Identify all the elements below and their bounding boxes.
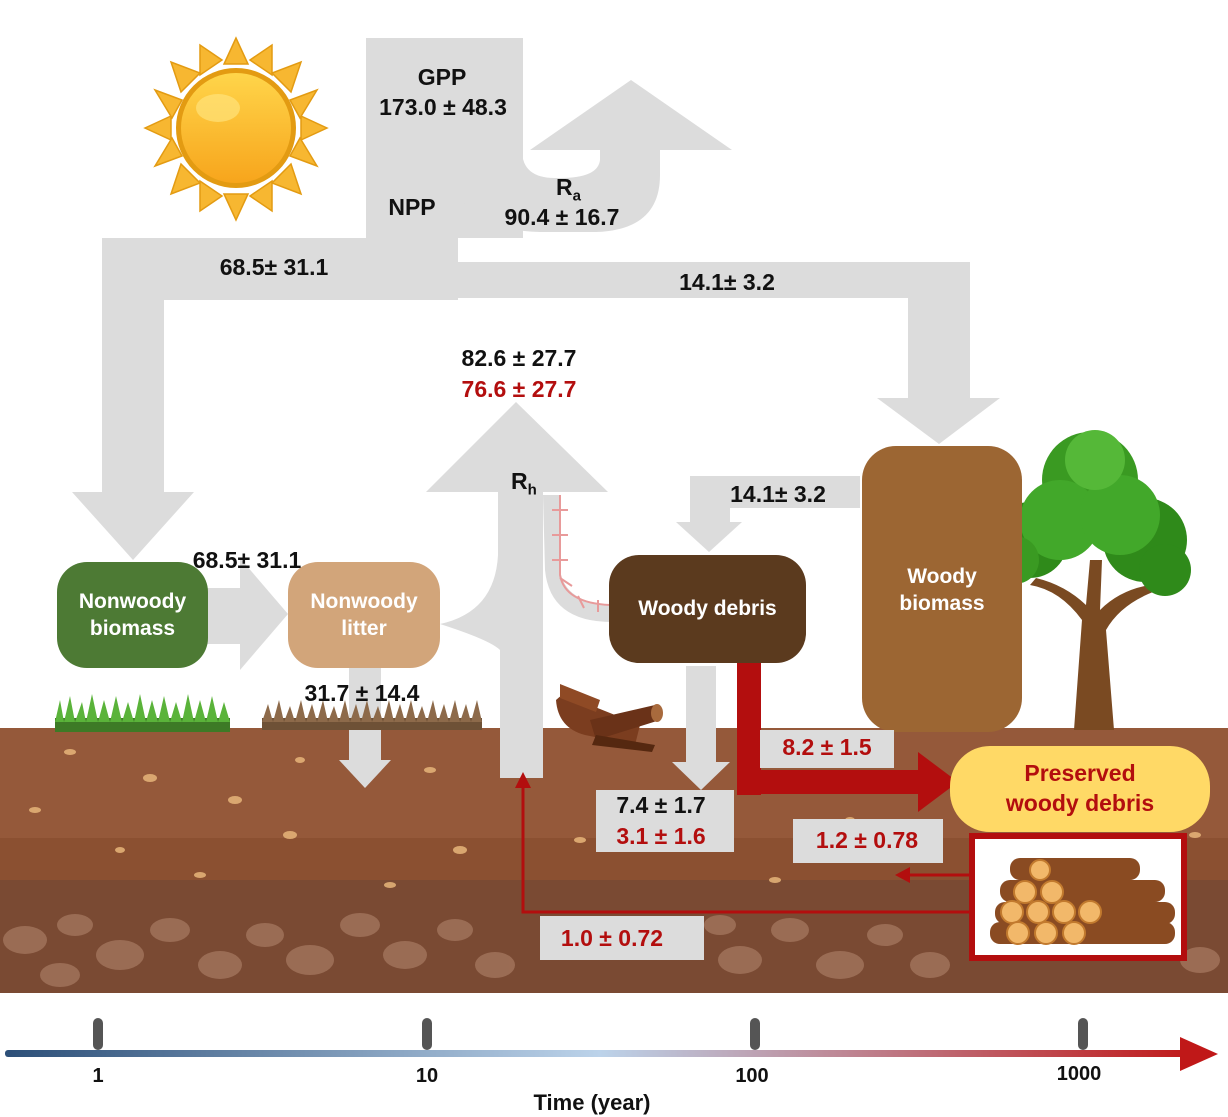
timeline-axis-label: Time (year)	[533, 1090, 651, 1115]
nonwoody-biomass-pool: Nonwoody biomass	[78, 589, 187, 640]
respiration-marks	[552, 495, 611, 612]
fallen-log-icon	[556, 684, 663, 752]
rh-value-red: 76.6 ± 27.7	[461, 376, 577, 402]
nonwoody-to-litter-value: 68.5± 31.1	[192, 547, 302, 573]
preserved-flux-arrows	[515, 660, 978, 914]
timeline-tick-1: 1	[92, 1065, 104, 1087]
grass-icon	[55, 694, 230, 732]
npp-label: NPP	[388, 194, 436, 220]
flux-arrows	[72, 38, 1000, 790]
npp-woody-value: 14.1± 3.2	[679, 269, 775, 295]
label-plates	[540, 730, 943, 960]
gpp-label: GPP	[417, 64, 467, 90]
woody-debris-pool: Woody debris	[638, 597, 777, 621]
timeline	[5, 1018, 1218, 1071]
litter-to-soil-value: 31.7 ± 14.4	[304, 680, 420, 706]
gpp-value: 173.0 ± 48.3	[379, 94, 507, 120]
pool-shapes	[57, 446, 1210, 832]
debris-to-preserved-value: 8.2 ± 1.5	[782, 734, 872, 760]
timeline-tick-10: 10	[415, 1065, 439, 1087]
woody-to-debris-value: 14.1± 3.2	[730, 481, 826, 507]
timeline-tick-1000: 1000	[1056, 1063, 1102, 1085]
rh-label: Rh	[511, 468, 537, 499]
ra-label: Ra	[556, 174, 581, 205]
dry-grass-icon	[262, 700, 482, 730]
log-pile-icon	[969, 833, 1187, 961]
ra-value: 90.4 ± 16.7	[504, 204, 620, 230]
preserved-loss-value: 1.2 ± 0.78	[815, 827, 919, 853]
sun-icon	[143, 36, 329, 222]
rh-value-black: 82.6 ± 27.7	[461, 345, 577, 371]
woody-biomass-pool: Woody biomass	[899, 564, 985, 615]
debris-to-soil-red-value: 3.1 ± 1.6	[616, 823, 706, 849]
preserved-woody-debris-pool: Preserved woody debris	[1005, 760, 1155, 816]
nonwoody-litter-pool: Nonwoody litter	[310, 589, 418, 640]
preserved-to-rh-value: 1.0 ± 0.72	[560, 925, 664, 951]
npp-nonwoody-value: 68.5± 31.1	[219, 254, 329, 280]
timeline-tick-100: 100	[735, 1065, 769, 1087]
debris-to-soil-black-value: 7.4 ± 1.7	[616, 792, 706, 818]
